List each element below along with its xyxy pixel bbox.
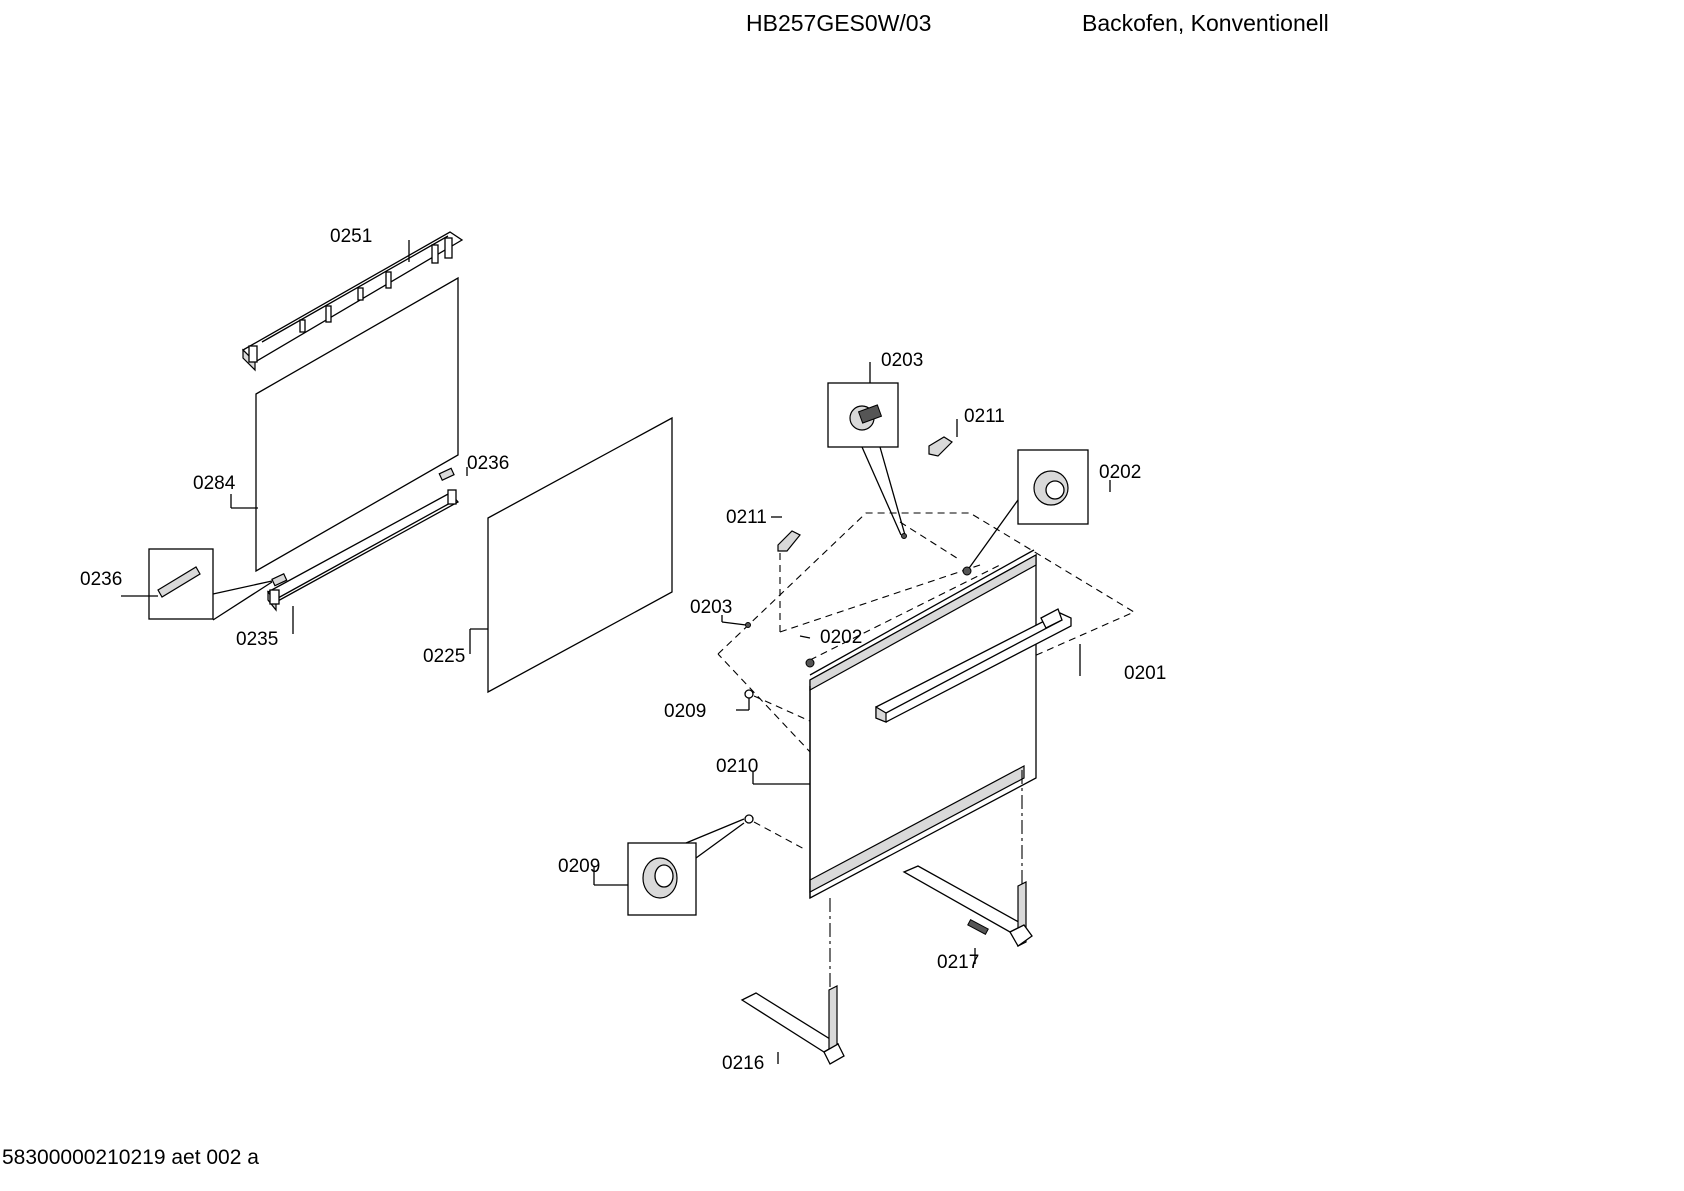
document-code: 58300000210219 aet 002 a <box>2 1146 259 1169</box>
label-0201: 0201 <box>1124 663 1166 684</box>
label-0209-detail: 0209 <box>558 856 600 877</box>
part-0217-hinge-right <box>902 770 1033 947</box>
label-0235: 0235 <box>236 629 278 650</box>
dashed-assembly-outline <box>717 512 1136 851</box>
part-0202-detail-box <box>805 449 1089 668</box>
appliance-description: Backofen, Konventionell <box>1082 10 1329 36</box>
label-0203-screw: 0203 <box>690 597 732 618</box>
label-0216: 0216 <box>722 1053 764 1074</box>
label-0284: 0284 <box>193 473 236 494</box>
part-0201-door-handle <box>875 608 1072 723</box>
part-0235-bottom-trim <box>267 489 460 612</box>
label-0211-upper: 0211 <box>964 406 1005 427</box>
label-0203-detail: 0203 <box>881 350 923 371</box>
label-0209-upper: 0209 <box>664 701 706 722</box>
label-0225: 0225 <box>423 646 465 667</box>
label-0251: 0251 <box>330 226 372 247</box>
label-0211-lower: 0211 <box>726 507 767 528</box>
part-0284-glass-pane <box>255 276 459 573</box>
part-0203-screw <box>745 622 751 628</box>
part-0203-detail-box <box>827 382 907 539</box>
label-0236-detail: 0236 <box>80 569 122 590</box>
label-0217: 0217 <box>937 952 979 973</box>
part-0216-hinge-left <box>740 898 845 1065</box>
label-0236-upper: 0236 <box>467 453 509 474</box>
label-0210: 0210 <box>716 756 758 777</box>
model-number: HB257GES0W/03 <box>746 10 932 36</box>
part-0225-outer-glass <box>487 416 673 694</box>
part-0211-hinge-clip <box>777 436 953 552</box>
part-0251-top-trim <box>241 231 464 372</box>
label-0202-detail: 0202 <box>1099 462 1141 483</box>
part-0209-detail-box <box>627 818 745 916</box>
part-0236-clip-small <box>271 467 455 587</box>
label-0202-lower: 0202 <box>820 627 862 648</box>
leader-lines <box>121 240 1111 1064</box>
part-0236-detail-box <box>148 548 273 621</box>
part-0201-door-front-panel <box>809 549 1037 900</box>
part-0209-foot <box>744 689 754 824</box>
